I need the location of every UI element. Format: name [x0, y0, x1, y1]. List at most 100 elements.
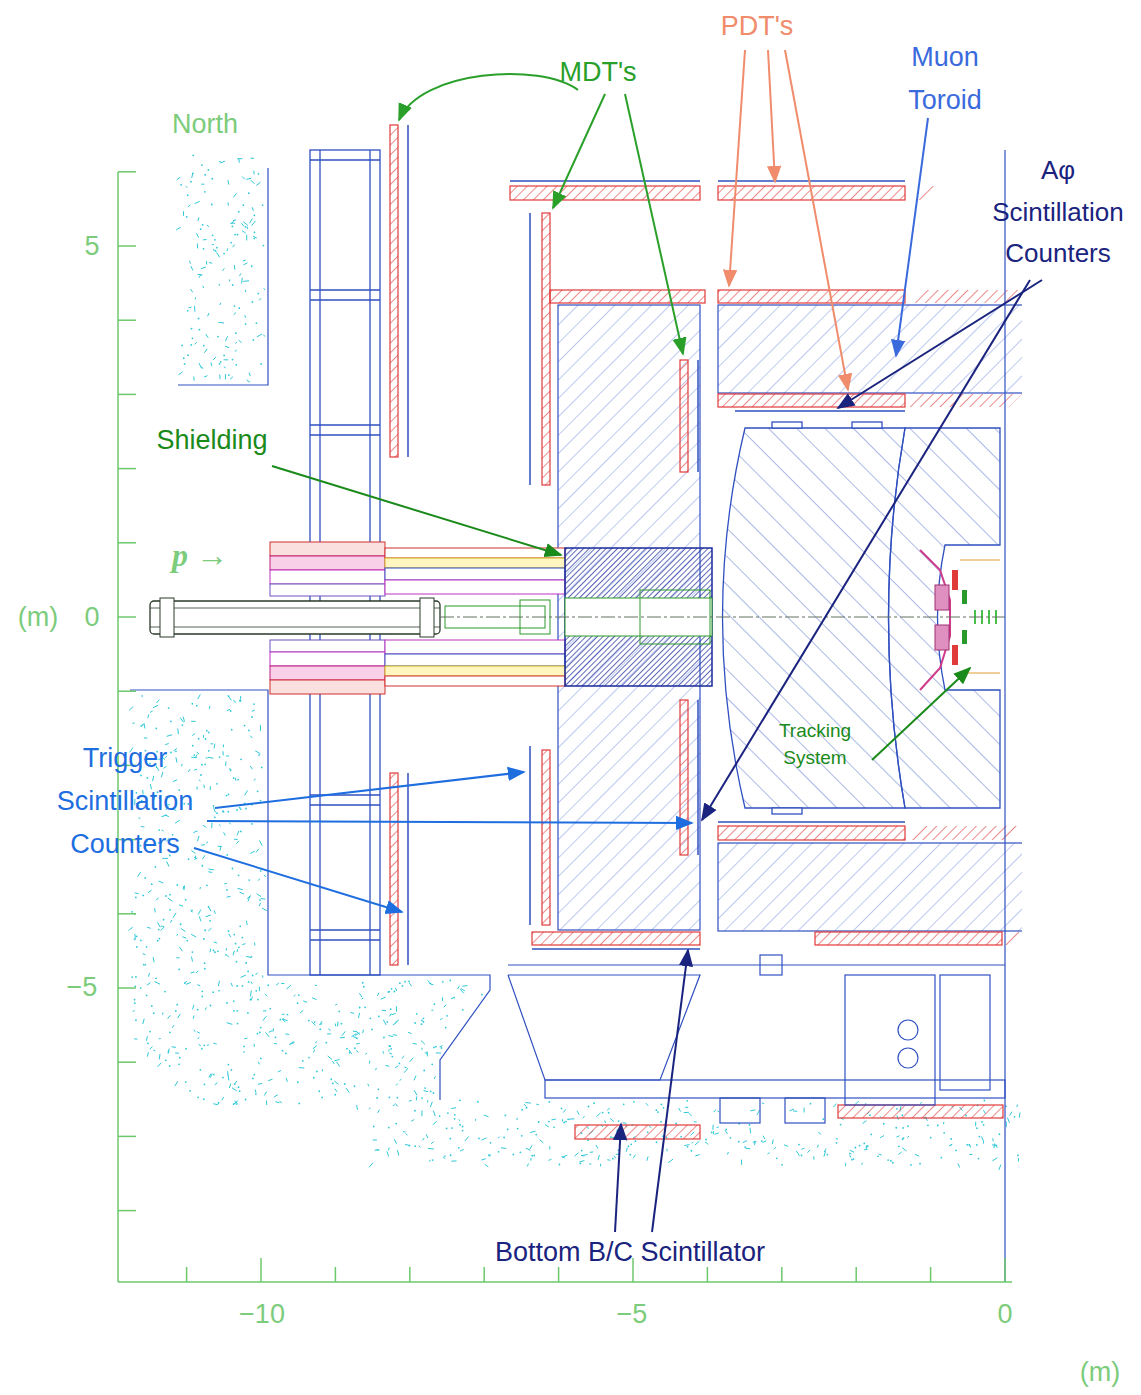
rock-speckle — [896, 1136, 899, 1137]
beam-shielding — [270, 542, 385, 556]
rock-speckle — [195, 342, 197, 344]
rock-speckle — [429, 1160, 431, 1162]
rock-speckle — [148, 973, 150, 977]
rock-speckle — [409, 1100, 412, 1102]
rock-speckle — [431, 1063, 433, 1065]
rock-speckle — [191, 951, 193, 953]
rock-speckle — [263, 1016, 267, 1021]
rock-speckle — [228, 1075, 230, 1081]
rock-speckle — [258, 1083, 262, 1085]
rock-speckle — [196, 233, 198, 237]
rock-speckle — [607, 1159, 610, 1161]
rock-speckle — [349, 1050, 352, 1054]
rock-speckle — [635, 1140, 637, 1142]
rock-speckle — [368, 1084, 369, 1086]
rock-speckle — [235, 332, 237, 334]
mdt-chambers — [542, 750, 550, 925]
rock-speckle — [195, 201, 200, 203]
rock-speckle — [231, 219, 235, 223]
rock-speckle — [187, 310, 189, 312]
rock-speckle — [225, 954, 227, 956]
rock-speckle — [297, 1002, 299, 1004]
rock-speckle — [993, 1144, 995, 1149]
scintillator-lines — [735, 410, 905, 411]
rock-speckle — [255, 990, 257, 992]
mdt-chambers — [542, 213, 550, 485]
rock-speckle — [158, 1063, 162, 1067]
rock-speckle — [134, 999, 136, 1001]
rock-speckle — [214, 951, 216, 953]
rock-speckle — [237, 158, 242, 159]
axis — [118, 1136, 136, 1138]
rock-speckle — [391, 988, 393, 990]
rock-speckle — [943, 1122, 944, 1124]
rock-speckle — [227, 709, 230, 710]
rock-speckle — [433, 1047, 435, 1049]
rock-speckle — [225, 336, 227, 341]
rock-speckle — [140, 939, 142, 941]
rock-speckle — [489, 1154, 490, 1157]
rock-speckle — [199, 780, 200, 782]
rock-speckle — [260, 1058, 262, 1060]
rock-speckle — [202, 286, 204, 288]
rock-speckle — [198, 910, 201, 915]
rock-speckle — [193, 831, 197, 833]
rock-speckle — [356, 1043, 360, 1045]
rock-speckle — [729, 1137, 731, 1139]
steel-frame — [310, 424, 380, 425]
pdt-chambers — [550, 290, 705, 303]
tracking-system — [952, 645, 958, 665]
rock-speckle — [198, 329, 200, 331]
rock-speckle — [134, 934, 135, 939]
rock-speckle — [223, 354, 225, 356]
rock-speckle — [251, 180, 255, 184]
beam-pipe — [160, 598, 174, 637]
rock-speckle — [404, 981, 406, 983]
leader-lines — [194, 848, 402, 912]
rock-speckle — [225, 346, 229, 347]
rock-speckle — [131, 976, 133, 978]
rock-speckle — [285, 1033, 289, 1035]
rock-speckle — [214, 816, 216, 818]
trigger-counters — [529, 213, 531, 485]
rock-speckle — [172, 1046, 176, 1048]
rock-speckle — [253, 214, 255, 216]
rock-speckle — [242, 177, 245, 180]
rock-speckle — [193, 1005, 194, 1010]
rock-speckle — [201, 184, 204, 185]
rock-speckle — [423, 1070, 425, 1072]
rock-speckle — [146, 946, 148, 948]
rock-speckle — [883, 1123, 885, 1125]
rock-speckle — [409, 983, 412, 986]
rock-speckle — [258, 879, 260, 881]
rock-speckle — [208, 313, 209, 316]
beam-pipe — [150, 601, 440, 634]
rock-speckle — [717, 1111, 719, 1112]
rock-speckle — [774, 1147, 776, 1149]
rock-speckle — [408, 1032, 412, 1033]
rock-speckle — [981, 1137, 983, 1142]
rock-speckle — [261, 898, 266, 900]
tracking-system — [935, 625, 949, 650]
leader-lines — [625, 94, 683, 354]
rock-speckle — [776, 1157, 778, 1159]
pdt-extension — [912, 186, 935, 200]
rock-speckle — [311, 1021, 315, 1025]
rock-speckle — [140, 725, 142, 727]
part-label: Bottom B/C Scintillator — [495, 1236, 765, 1268]
rock-speckle — [176, 227, 180, 230]
rock-speckle — [289, 1042, 294, 1044]
rock-speckle — [402, 985, 404, 987]
rock-speckle — [183, 211, 184, 216]
rock-speckle — [910, 1164, 912, 1166]
leader-lines — [896, 118, 928, 356]
rock-speckle — [969, 1154, 972, 1155]
rock-speckle — [170, 721, 172, 723]
rock-speckle — [207, 1044, 209, 1045]
rock-speckle — [201, 990, 203, 992]
rock-speckle — [394, 1139, 396, 1144]
rock-speckle — [144, 964, 146, 966]
beam-pipe — [150, 608, 440, 609]
rock-speckle — [245, 790, 248, 795]
rock-speckle — [207, 225, 209, 227]
